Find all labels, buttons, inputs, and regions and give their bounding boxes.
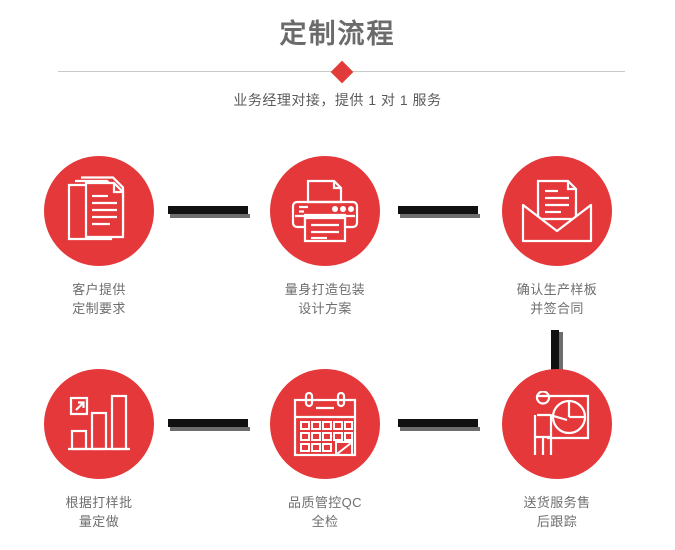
step-4-icon-circle[interactable] [44, 369, 154, 479]
page-subtitle: 业务经理对接，提供 1 对 1 服务 [233, 92, 442, 108]
connector-step3-step6 [551, 330, 563, 378]
page-title: 定制流程 [279, 19, 396, 49]
connector-step5-step6 [398, 419, 480, 431]
process-step-4[interactable]: 根据打样批 量定做 [29, 369, 169, 531]
connector-bar [168, 419, 248, 427]
diamond-icon [330, 60, 353, 84]
connector-shadow [400, 214, 480, 218]
step-1-label: 客户提供 定制要求 [72, 282, 126, 316]
process-step-3[interactable]: 确认生产样板 并签合同 [487, 156, 627, 318]
connector-bar [168, 206, 248, 214]
step-5-label: 品质管控QC 全检 [288, 495, 362, 529]
connector-shadow [170, 427, 250, 431]
connector-bar [398, 419, 478, 427]
title-divider [58, 60, 625, 84]
process-flow: 客户提供 定制要求 [0, 140, 675, 550]
step-6-icon-circle[interactable] [502, 369, 612, 479]
step-3-icon-circle[interactable] [502, 156, 612, 266]
connector-bar [398, 206, 478, 214]
connector-step2-step3 [398, 206, 480, 218]
connector-step1-step2 [168, 206, 250, 218]
connector-step4-step5 [168, 419, 250, 431]
step-2-icon-circle[interactable] [270, 156, 380, 266]
process-step-2[interactable]: 量身打造包装 设计方案 [255, 156, 395, 318]
bar-chart-growth-icon [68, 394, 130, 451]
connector-shadow [559, 332, 563, 378]
step-6-label: 送货服务售 后跟踪 [523, 495, 591, 529]
step-4-label: 根据打样批 量定做 [65, 495, 133, 529]
step-5-icon-circle[interactable] [270, 369, 380, 479]
process-step-1[interactable]: 客户提供 定制要求 [29, 156, 169, 318]
process-step-6[interactable]: 送货服务售 后跟踪 [487, 369, 627, 531]
connector-shadow [170, 214, 250, 218]
printer-icon [291, 179, 359, 243]
step-1-icon-circle[interactable] [44, 156, 154, 266]
calendar-icon [293, 391, 357, 457]
connector-shadow [400, 427, 480, 431]
step-3-label: 确认生产样板 并签合同 [516, 282, 598, 316]
documents-stack-icon [67, 176, 125, 241]
envelope-mail-icon [521, 179, 593, 243]
connector-bar [551, 330, 559, 376]
process-step-5[interactable]: 品质管控QC 全检 [255, 369, 395, 531]
header: 定制流程 业务经理对接，提供 1 对 1 服务 [0, 0, 675, 130]
step-2-label: 量身打造包装 设计方案 [284, 282, 366, 316]
presenter-pie-chart-icon [533, 391, 590, 455]
